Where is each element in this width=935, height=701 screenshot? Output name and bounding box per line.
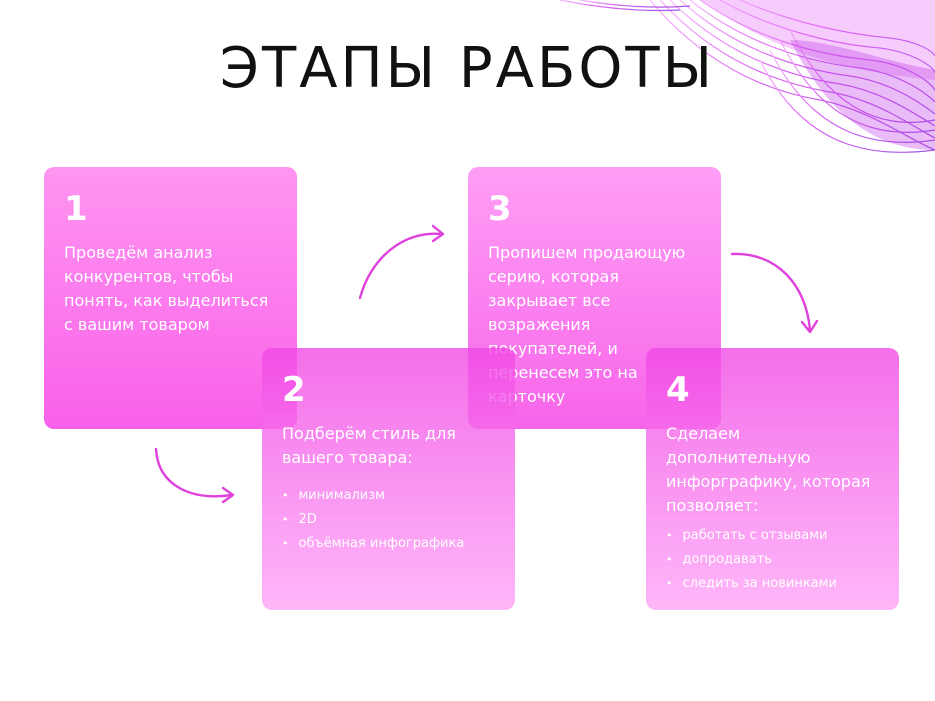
step-text: Проведём анализ конкурентов, чтобы понят… [64, 243, 269, 334]
step-text: Сделаем дополнительную инфорграфику, кот… [666, 424, 871, 515]
list-item: минимализм [282, 484, 495, 508]
step-card-4: 4 Сделаем дополнительную инфорграфику, к… [646, 348, 899, 610]
arrow-2-to-3-icon [358, 224, 445, 300]
arrow-3-to-4-icon [730, 252, 819, 334]
step-bullets: минимализм 2D объёмная инфографика [282, 484, 495, 556]
step-card-2: 2 Подберём стиль для вашего товара: мини… [262, 348, 515, 610]
page-title: ЭТАПЫ РАБОТЫ [219, 36, 716, 101]
list-item: допродавать [666, 548, 879, 572]
step-text: Подберём стиль для вашего товара: [282, 424, 456, 467]
list-item: работать с отзывами [666, 524, 879, 548]
list-item: следить за новинками [666, 572, 879, 596]
step-number: 1 [64, 189, 88, 229]
step-bullets: работать с отзывами допродавать следить … [666, 524, 879, 596]
step-number: 2 [282, 370, 306, 410]
list-item: 2D [282, 508, 495, 532]
step-card-1: 1 Проведём анализ конкурентов, чтобы пон… [44, 167, 297, 429]
step-number: 3 [488, 189, 512, 229]
list-item: объёмная инфографика [282, 532, 495, 556]
step-number: 4 [666, 370, 690, 410]
arrow-1-to-2-icon [154, 447, 235, 504]
step-text: Пропишем продающую серию, которая закрыв… [488, 243, 686, 406]
